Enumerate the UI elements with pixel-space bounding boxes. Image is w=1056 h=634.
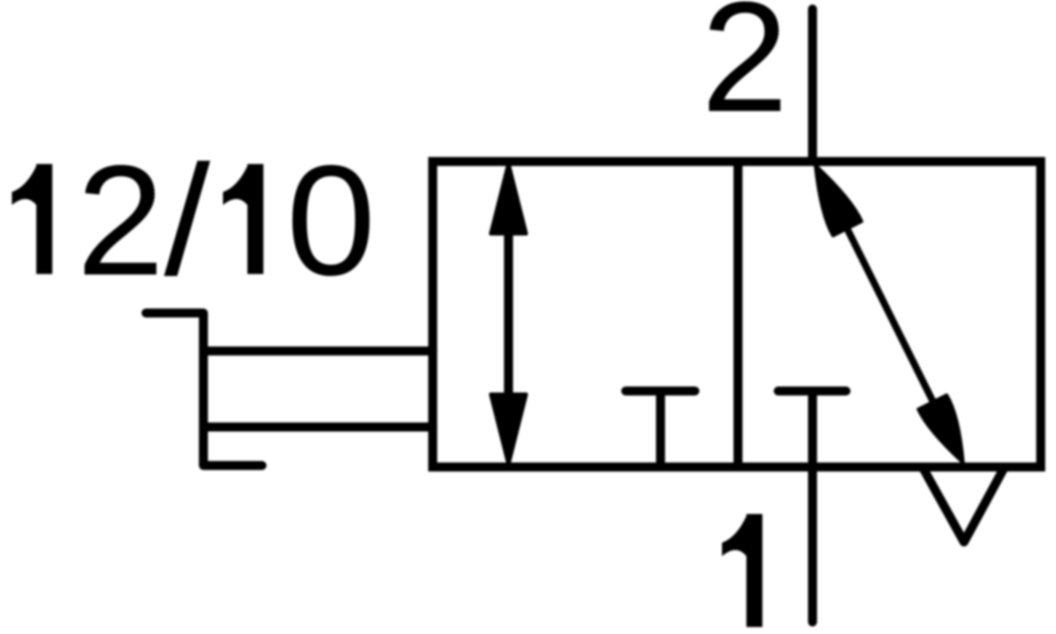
svg-text:0: 0 — [286, 132, 376, 308]
svg-text:2: 2 — [701, 0, 788, 145]
svg-text:/: / — [164, 134, 210, 309]
svg-text:2: 2 — [77, 134, 165, 309]
